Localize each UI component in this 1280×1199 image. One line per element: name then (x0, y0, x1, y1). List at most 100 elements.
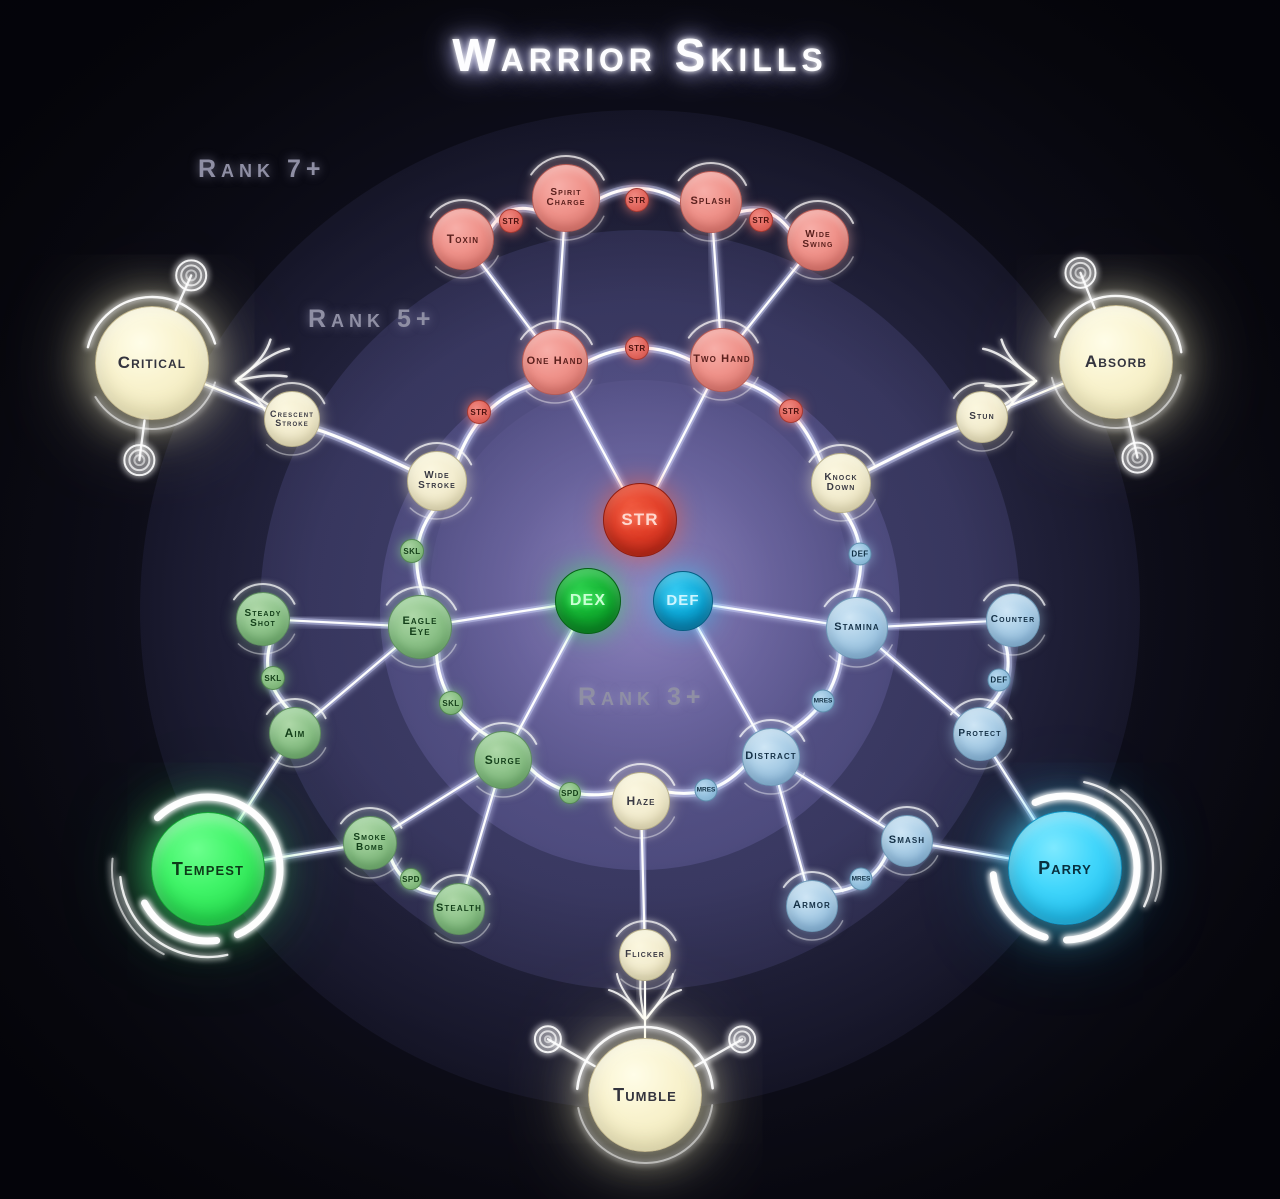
skill-node-label: Counter (990, 613, 1036, 625)
edge (390, 773, 481, 831)
edge (312, 645, 398, 718)
stat-pip-mres[interactable]: MRES (849, 867, 873, 891)
skill-node-label: Surge (484, 752, 522, 767)
edge (449, 604, 558, 624)
skill-node-spirit-charge[interactable]: Spirit Charge (532, 164, 600, 232)
skill-node-tempest[interactable]: Tempest (151, 812, 265, 926)
edge (742, 380, 823, 464)
edge (515, 628, 575, 737)
stat-pip-label: STR (752, 215, 770, 225)
stat-pip-label: DEF (851, 549, 869, 559)
skill-node-label: Distract (745, 750, 797, 763)
edge (464, 785, 497, 887)
edge (569, 389, 625, 490)
skill-node-dex[interactable]: DEX (555, 568, 621, 634)
stat-pip-str[interactable]: STR (499, 209, 523, 233)
edge (793, 770, 887, 829)
edge (777, 782, 807, 883)
skill-node-stamina[interactable]: Stamina (826, 597, 888, 659)
skill-node-distract[interactable]: Distract (742, 728, 800, 786)
skill-node-absorb[interactable]: Absorb (1059, 305, 1173, 419)
skill-node-label: Smoke Bomb (353, 831, 387, 853)
skill-node-one-hand[interactable]: One Hand (522, 329, 588, 395)
skill-node-counter[interactable]: Counter (986, 593, 1040, 647)
stat-pip-label: SKL (264, 673, 282, 683)
skill-node-critical[interactable]: Critical (95, 306, 209, 420)
skill-node-label: Smash (888, 834, 926, 847)
stat-pip-label: SKL (403, 546, 421, 556)
stat-pip-label: DEF (990, 675, 1008, 685)
stat-pip-skl[interactable]: SKL (400, 539, 424, 563)
skill-node-eagle-eye[interactable]: Eagle Eye (388, 595, 452, 659)
skill-node-toxin[interactable]: Toxin (432, 208, 494, 270)
skill-node-label: Two Hand (693, 353, 751, 366)
skill-node-knock-down[interactable]: Knock Down (811, 453, 871, 513)
skill-node-haze[interactable]: Haze (612, 772, 670, 830)
skill-node-def[interactable]: DEF (653, 571, 713, 631)
skill-node-label: Stamina (834, 621, 880, 634)
skill-node-label: Tumble (613, 1084, 677, 1105)
stat-pip-label: STR (470, 407, 488, 417)
skill-node-label: Eagle Eye (402, 614, 438, 638)
edge (930, 844, 1011, 860)
skill-node-surge[interactable]: Surge (474, 731, 532, 789)
stat-pip-label: MRES (851, 875, 871, 883)
stat-pip-str[interactable]: STR (625, 336, 649, 360)
edge (878, 646, 962, 719)
edge (710, 604, 829, 625)
stat-pip-str[interactable]: STR (749, 208, 773, 232)
stat-pip-label: STR (628, 195, 646, 205)
edge (202, 382, 269, 411)
stat-pip-skl[interactable]: SKL (261, 666, 285, 690)
stat-pip-str[interactable]: STR (625, 188, 649, 212)
skill-node-smash[interactable]: Smash (881, 815, 933, 867)
stat-pip-str[interactable]: STR (779, 399, 803, 423)
skill-node-label: Absorb (1084, 352, 1148, 372)
skill-node-label: Stun (969, 410, 995, 422)
skill-node-armor[interactable]: Armor (786, 880, 838, 932)
stat-pip-def[interactable]: DEF (848, 542, 872, 566)
skill-node-stun[interactable]: Stun (956, 391, 1008, 443)
skill-node-stealth[interactable]: Stealth (433, 883, 485, 935)
skill-node-aim[interactable]: Aim (269, 707, 321, 759)
stat-pip-mres[interactable]: MRES (811, 689, 835, 713)
stat-pip-label: STR (782, 406, 800, 416)
skill-node-splash[interactable]: Splash (680, 171, 742, 233)
skill-node-parry[interactable]: Parry (1008, 811, 1122, 925)
skill-node-two-hand[interactable]: Two Hand (690, 328, 754, 392)
skill-node-label: Spirit Charge (546, 186, 586, 208)
stat-pip-skl[interactable]: SKL (439, 691, 463, 715)
skill-node-protect[interactable]: Protect (953, 707, 1007, 761)
skill-node-label: Wide Swing (802, 228, 834, 250)
skill-node-label: Knock Down (824, 471, 858, 493)
skill-node-crescent-stroke[interactable]: Crescent Stroke (264, 391, 320, 447)
skill-node-label: Armor (793, 899, 831, 912)
stat-pip-spd[interactable]: SPD (400, 868, 422, 890)
skill-node-flicker[interactable]: Flicker (619, 929, 671, 981)
edge (455, 383, 535, 462)
stat-pip-spd[interactable]: SPD (559, 782, 581, 804)
skill-node-smoke-bomb[interactable]: Smoke Bomb (343, 816, 397, 870)
edge (696, 625, 759, 734)
stat-pip-mres[interactable]: MRES (694, 778, 718, 802)
edge (1004, 382, 1066, 409)
skill-node-label: Haze (626, 793, 656, 808)
stat-pip-def[interactable]: DEF (987, 668, 1011, 692)
stat-pip-str[interactable]: STR (467, 400, 491, 424)
stat-pip-label: MRES (813, 697, 833, 705)
edge (865, 426, 961, 473)
skill-node-tumble[interactable]: Tumble (588, 1038, 702, 1152)
skill-node-str[interactable]: STR (603, 483, 677, 557)
skill-node-label: Aim (284, 725, 306, 740)
stat-pip-label: SPD (402, 874, 420, 884)
stat-pip-label: SPD (561, 788, 579, 798)
skill-node-label: STR (621, 510, 659, 530)
skill-node-steady-shot[interactable]: Steady Shot (236, 592, 290, 646)
stat-pip-label: MRES (696, 786, 716, 794)
skill-node-wide-swing[interactable]: Wide Swing (787, 209, 849, 271)
rank-label-1: Rank 7+ (198, 155, 326, 183)
skill-node-label: DEX (569, 591, 607, 609)
stat-pip-label: STR (502, 216, 520, 226)
skill-node-wide-stroke[interactable]: Wide Stroke (407, 451, 467, 511)
